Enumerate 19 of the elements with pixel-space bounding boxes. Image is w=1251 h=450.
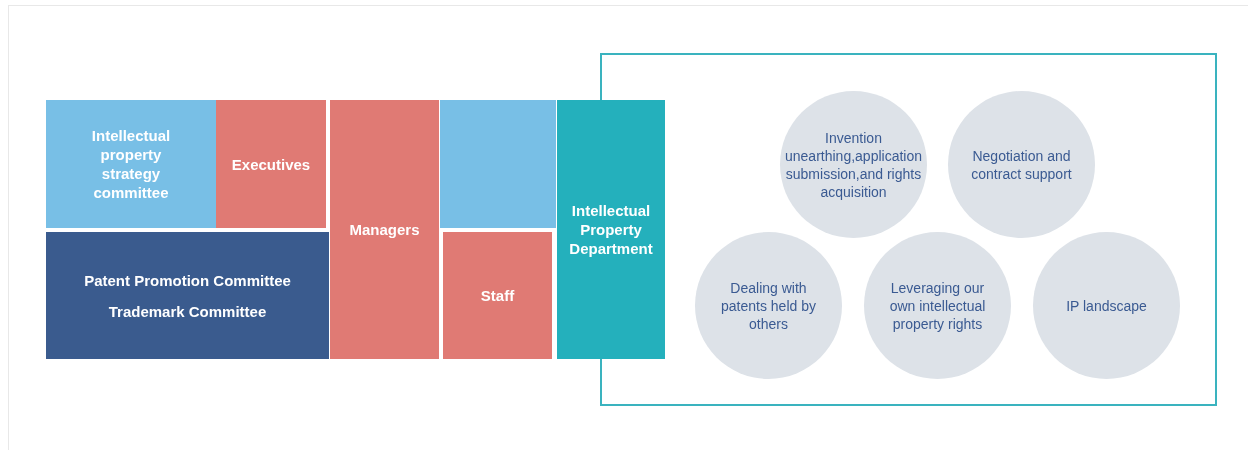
box-label: Patent Promotion Committee [83, 270, 292, 290]
department-box [557, 100, 665, 359]
circle-label: IP landscape [1065, 296, 1148, 315]
box-label: Managers [348, 220, 421, 239]
box-label: Staff [479, 286, 516, 305]
circle-label: Invention unearthing,application submission,and rights acquisition [784, 128, 923, 201]
role-box [330, 100, 439, 359]
box-label: Intellectual property strategy committee [90, 126, 172, 202]
circle-label: Negotiation and contract support [970, 146, 1073, 183]
circle-label: Leveraging our own intellectual property rights [888, 278, 987, 333]
box-label: Executives [230, 154, 312, 174]
circle-label: Dealing with patents held by others [720, 278, 817, 333]
committee-box [46, 232, 329, 359]
committee-box [46, 100, 216, 228]
role-box [216, 100, 326, 228]
empty-box [440, 100, 556, 228]
role-box [443, 232, 552, 359]
box-label: Trademark Committee [107, 301, 268, 321]
box-label: Intellectual Property Department [568, 201, 654, 258]
